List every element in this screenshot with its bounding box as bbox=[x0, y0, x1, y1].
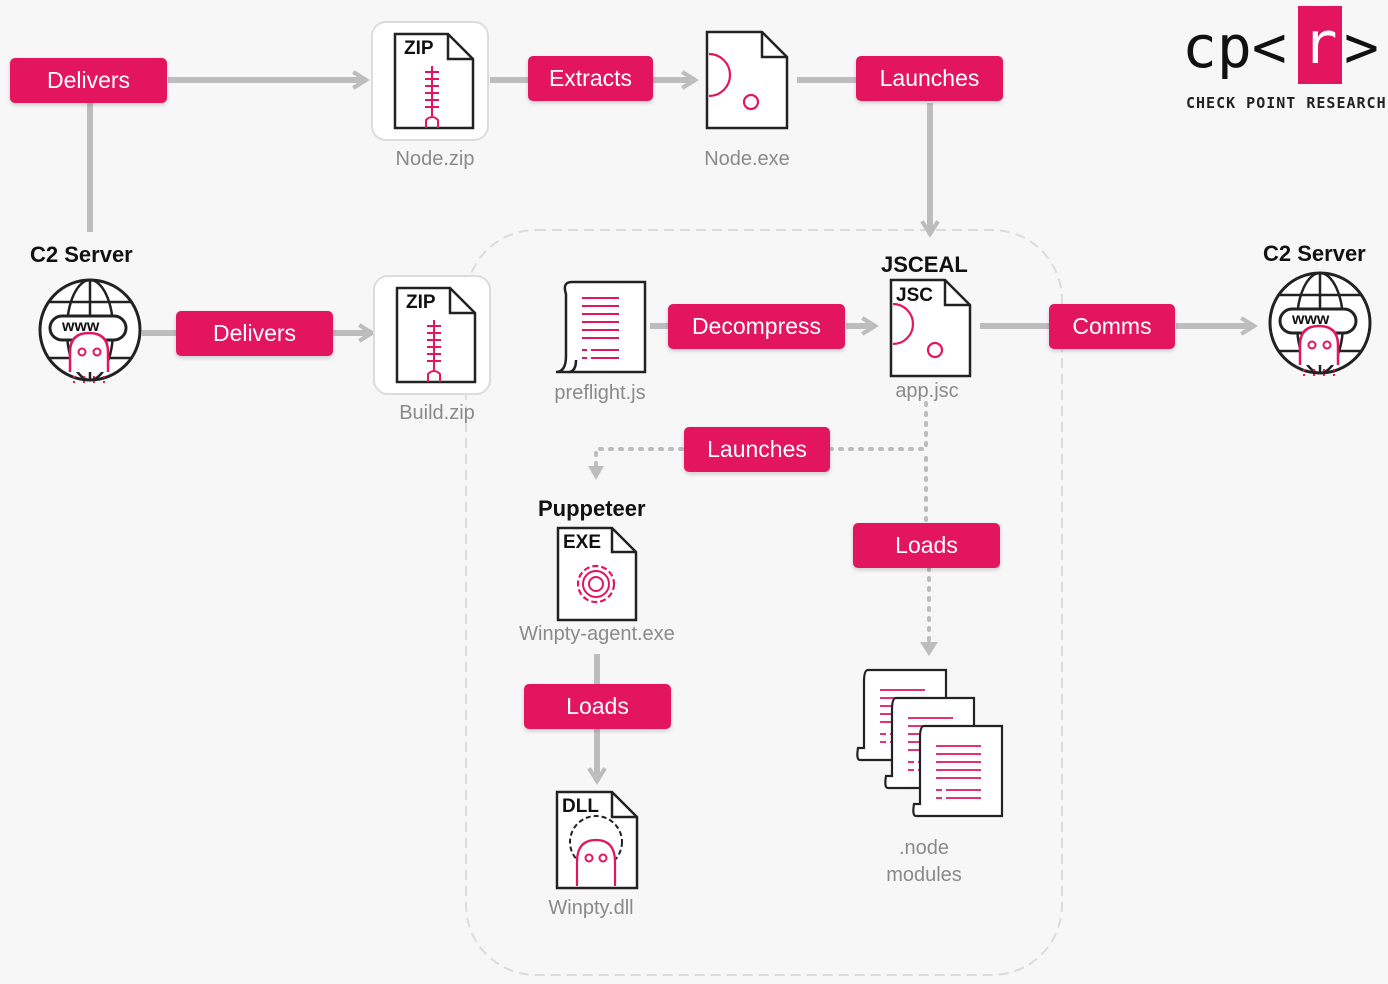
node-zip-caption: Node.zip bbox=[395, 148, 475, 170]
logo-suffix: > bbox=[1344, 13, 1379, 81]
arrowhead-node-modules bbox=[920, 642, 938, 656]
puppeteer-heading: Puppeteer bbox=[538, 496, 646, 521]
delivers-top-pill: Delivers bbox=[10, 58, 167, 103]
winpty-agent-tag: EXE bbox=[563, 532, 602, 553]
c2-right-label: C2 Server bbox=[1263, 241, 1366, 266]
launches-mid-pill: Launches bbox=[684, 427, 830, 472]
app-jsc-caption: app.jsc bbox=[895, 380, 959, 402]
app-jsc-icon bbox=[889, 278, 972, 378]
winpty-agent-exe-icon bbox=[556, 526, 638, 622]
build-zip-caption: Build.zip bbox=[399, 402, 475, 424]
node-exe-caption: Node.exe bbox=[704, 148, 790, 170]
launches-top-pill: Launches bbox=[856, 56, 1003, 101]
extracts-pill: Extracts bbox=[528, 56, 653, 101]
c2-left-icon bbox=[38, 278, 142, 386]
delivers-mid-pill: Delivers bbox=[176, 311, 333, 356]
preflight-scroll-icon bbox=[555, 280, 647, 374]
c2-right-icon bbox=[1268, 271, 1372, 379]
c2-left-label: C2 Server bbox=[30, 242, 133, 267]
comms-pill: Comms bbox=[1049, 304, 1175, 349]
build-zip-tag: ZIP bbox=[406, 292, 436, 313]
preflight-caption: preflight.js bbox=[554, 382, 646, 404]
app-jsc-tag: JSC bbox=[896, 285, 933, 306]
node-modules-caption-line1: .node bbox=[898, 837, 950, 859]
winpty-dll-tag: DLL bbox=[562, 796, 599, 817]
logo-prefix: cp< bbox=[1182, 13, 1287, 81]
decompress-pill: Decompress bbox=[668, 304, 845, 349]
node-zip-icon bbox=[371, 21, 489, 141]
c2-left-banner: www bbox=[62, 318, 100, 335]
winpty-dll-caption: Winpty.dll bbox=[548, 897, 634, 919]
node-modules-caption-line2: modules bbox=[886, 864, 962, 886]
arrowhead-puppeteer bbox=[588, 466, 604, 480]
winpty-dll-icon bbox=[555, 790, 639, 890]
jsceal-region bbox=[465, 229, 1063, 976]
node-zip-tag: ZIP bbox=[404, 38, 434, 59]
logo-subtitle: CHECK POINT RESEARCH bbox=[1186, 94, 1387, 112]
node-exe-icon bbox=[705, 30, 789, 130]
c2-right-banner: www bbox=[1292, 311, 1330, 328]
loads-left-pill: Loads bbox=[524, 684, 671, 729]
node-modules-icon bbox=[856, 668, 1004, 818]
logo-r-block: r bbox=[1298, 6, 1342, 84]
winpty-agent-caption: Winpty-agent.exe bbox=[519, 623, 675, 645]
loads-right-pill: Loads bbox=[853, 523, 1000, 568]
jsceal-heading: JSCEAL bbox=[881, 252, 968, 277]
build-zip-icon bbox=[373, 275, 491, 395]
